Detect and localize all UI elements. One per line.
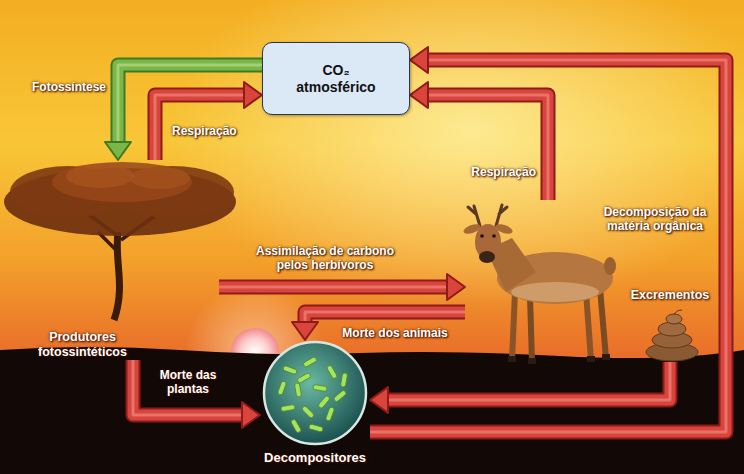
bacterium [290,419,301,434]
excrement [646,310,698,361]
carbon-pool-box: CO₂ atmosférico [262,42,410,115]
edge-label: Morte dos animais [330,326,460,340]
node-label: Excrementos [631,288,710,303]
pool-label: CO₂ atmosférico [291,62,381,96]
bacterium [326,365,337,380]
carbon-flow-arrow [370,362,670,413]
decomposer-circle: Decompositores [260,340,370,466]
edge-label: Fotossíntese [14,80,106,94]
edge-label: Morte das plantas [150,368,226,397]
arrow-body [305,312,465,322]
bacterium [309,424,324,432]
photosynthesis-arrow [105,65,262,160]
arrow-body [219,282,447,293]
edge-label: Assimilação de carbono pelos herbívoros [245,244,405,273]
arrow-outline [305,312,465,322]
arrow-body [388,362,670,400]
arrow-highlight [388,362,670,400]
edge-label: Respiração [440,165,536,179]
arrow-head [242,402,260,428]
edge-label: Respiração [172,124,262,138]
arrow-outline [118,65,262,142]
node-label: Produtores fotossintéticos [20,330,145,360]
bacterium [318,395,331,409]
bacterium [283,365,298,374]
arrow-highlight [428,95,548,200]
carbon-flow-arrow [410,82,548,200]
bacterium [294,383,301,398]
arrow-body [118,65,262,142]
producer-node: Produtores fotossintéticos [20,160,219,360]
node-label: Decompositores [264,450,366,466]
bacterium [340,373,347,388]
arrow-highlight [370,60,726,432]
bacterium [325,407,334,422]
bacterium [333,390,347,403]
bacterium [301,405,314,418]
sky-glow [170,0,744,310]
carbon-flow-arrow [370,47,726,432]
arrow-highlight [219,286,447,289]
bacterium [313,384,328,391]
bacterium [277,381,286,396]
arrow-outline [370,60,726,432]
carbon-flow-arrow [133,360,260,428]
arrow-outline [219,280,447,295]
herbivore-node [465,200,615,365]
arrow-head [370,387,388,413]
arrow-head [105,142,131,160]
excrement-node: Excrementos [620,288,720,362]
arrow-body [133,360,242,415]
edge-label: Decomposição da matéria orgânica [594,205,716,234]
deer [462,205,616,364]
bacterium [303,356,318,367]
tree [4,162,236,320]
arrow-body [428,95,548,200]
arrow-body [370,60,726,432]
arrow-highlight [305,312,465,322]
carbon-flow-arrow [155,82,262,160]
bacterium [281,404,296,411]
decomposer-disc [260,340,370,446]
arrow-head [410,47,428,73]
arrow-highlight [118,65,262,142]
carbon-flow-arrow [292,312,465,340]
decomposer-outline [264,342,366,444]
arrow-head [292,322,318,340]
arrow-outline [133,360,242,415]
carbon-flow-arrow [219,274,465,300]
bacterium [297,372,312,383]
arrow-highlight [133,360,242,415]
arrow-head [410,82,428,108]
arrow-outline [388,362,670,400]
arrow-head [244,82,262,108]
arrow-head [447,274,465,300]
arrow-outline [428,95,548,200]
ground [0,347,744,474]
